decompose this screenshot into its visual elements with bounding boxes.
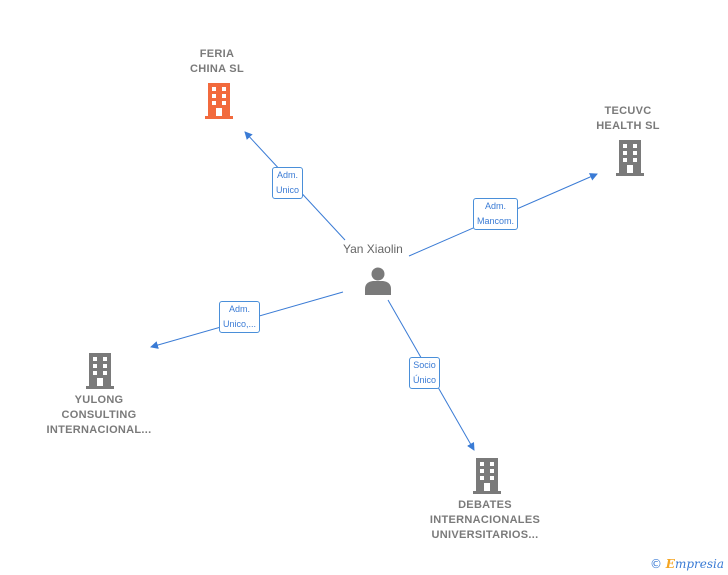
company-label-yulong[interactable]: YULONG CONSULTING INTERNACIONAL... (46, 394, 152, 436)
company-label-tecuvc[interactable]: TECUVC HEALTH SL (596, 105, 660, 132)
person-name[interactable]: Yan Xiaolin (343, 242, 403, 256)
building-icon[interactable] (204, 83, 234, 119)
relation-label-tecuvc[interactable]: Adm. Mancom. (473, 198, 519, 230)
building-icon[interactable] (85, 353, 115, 389)
empresia-logo[interactable]: © Empresia (650, 557, 724, 571)
brand-initial: E (665, 557, 675, 571)
company-label-feria[interactable]: FERIA CHINA SL (190, 48, 244, 75)
relation-label-yulong[interactable]: Adm. Unico,... (219, 301, 261, 333)
relation-label-debates[interactable]: Socio Único (409, 357, 441, 389)
brand-name: mpresia (674, 557, 724, 571)
person-icon[interactable] (363, 265, 393, 295)
relation-label-feria[interactable]: Adm. Unico (272, 167, 304, 199)
building-icon[interactable] (472, 458, 502, 494)
copyright-symbol: © (649, 557, 662, 571)
company-label-debates[interactable]: DEBATES INTERNACIONALES UNIVERSITARIOS..… (429, 499, 541, 541)
building-icon[interactable] (615, 140, 645, 176)
